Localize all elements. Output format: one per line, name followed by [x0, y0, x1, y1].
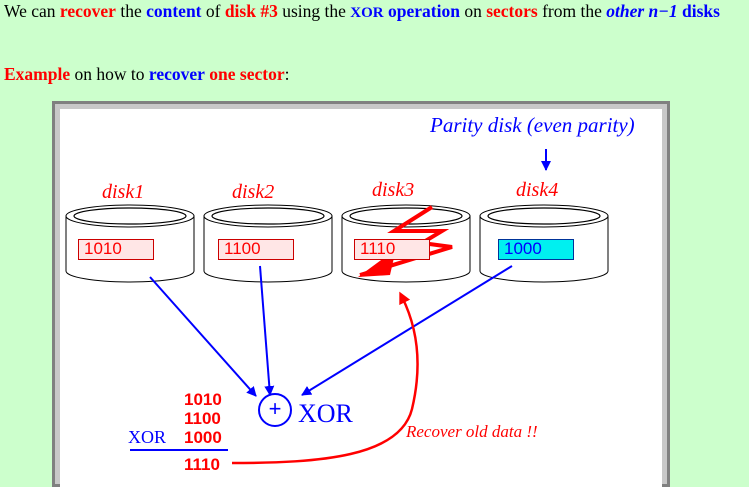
recover-arrow [231, 291, 419, 465]
example-paragraph: Example on how to recover one sector: [4, 63, 744, 85]
keyword-one-sector: one sector [209, 64, 285, 84]
keyword-other-disks: other n−1 [606, 1, 678, 21]
keyword-disks: disks [677, 1, 720, 21]
text: from the [537, 1, 607, 21]
disk1-sector: 1010 [78, 239, 154, 260]
arrow-disk4-to-xor [301, 265, 513, 396]
xor-label: XOR [298, 399, 353, 428]
text: on how to [70, 64, 149, 84]
keyword-xor: XOR [350, 5, 384, 21]
xor-circle-icon [258, 393, 292, 427]
arrow-disk1-to-xor [149, 276, 257, 397]
xor-plus-symbol: + [268, 396, 282, 421]
calc-result: 1110 [184, 455, 220, 474]
keyword-disk3: disk #3 [224, 1, 278, 21]
text: on [459, 1, 487, 21]
intro-paragraph: We can recover the content of disk #3 us… [4, 0, 744, 24]
disk4-parity-sector: 1000 [498, 239, 574, 260]
disk2-label: disk2 [232, 181, 275, 203]
recover-old-data-label: Recover old data !! [406, 422, 538, 441]
keyword-recover: recover [148, 64, 205, 84]
text: : [284, 64, 290, 84]
disk3-sector: 1110 [354, 239, 430, 260]
parity-disk-label: Parity disk (even parity) [430, 113, 635, 137]
keyword-example: Example [4, 64, 71, 84]
calc-line-2: 1100 [184, 409, 221, 428]
calc-line-1: 1010 [184, 390, 222, 409]
disk4-label: disk4 [516, 179, 559, 201]
disk2-cylinder [203, 204, 333, 283]
text: the [115, 1, 147, 21]
figure-canvas: Parity disk (even parity) disk1 disk2 di… [60, 109, 662, 487]
disk2-sector: 1100 [218, 239, 294, 260]
disk4-cylinder [479, 204, 609, 283]
keyword-operation: operation [388, 1, 460, 21]
text: using the [277, 1, 351, 21]
keyword-content: content [146, 1, 202, 21]
figure-drawing [65, 149, 609, 465]
disk1-label: disk1 [102, 181, 145, 203]
keyword-recover: recover [59, 1, 116, 21]
text: of [201, 1, 225, 21]
calc-xor-word: XOR [128, 427, 167, 447]
disk3-label: disk3 [372, 179, 415, 201]
lightning-bolt-icon [359, 205, 453, 277]
disk1-cylinder [65, 204, 195, 283]
keyword-sectors: sectors [486, 1, 538, 21]
arrow-disk2-to-xor [259, 265, 275, 396]
text: We can [4, 1, 60, 21]
calc-line-3: 1000 [184, 428, 222, 447]
raid-recovery-figure: Parity disk (even parity) disk1 disk2 di… [52, 101, 670, 487]
